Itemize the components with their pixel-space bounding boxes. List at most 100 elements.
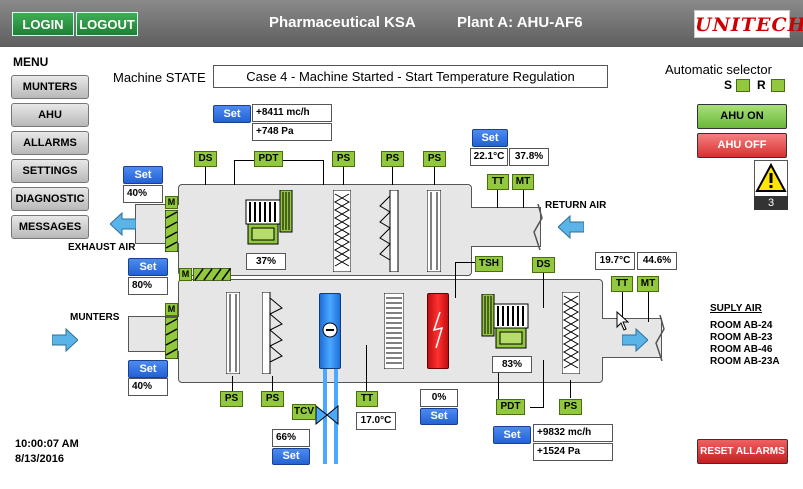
mixing-damper-icon <box>193 268 231 281</box>
return-filter-icon <box>333 190 351 272</box>
supply-flow-set-button[interactable]: Set <box>493 426 531 444</box>
lightning-icon <box>432 311 444 349</box>
supply-pressure-value: +1524 Pa <box>533 443 613 461</box>
ds-sensor-supply[interactable]: DS <box>532 257 555 273</box>
wire <box>455 262 475 263</box>
ps-sensor-supply[interactable]: PS <box>559 399 582 415</box>
wire <box>622 292 623 322</box>
flow-set-button[interactable]: Set <box>213 105 251 123</box>
supply-air-arrow-icon <box>622 328 648 352</box>
ps-sensor[interactable]: PS <box>381 151 404 167</box>
return-bag-filter-icon <box>379 190 399 272</box>
return-fan-icon[interactable] <box>242 190 302 252</box>
supply-air-label: SUPLY AIR <box>710 303 762 314</box>
return-air-duct <box>178 184 472 276</box>
return-air-inlet <box>471 207 541 247</box>
tcv-valve-icon[interactable] <box>314 404 340 426</box>
company-title: Pharmaceutical KSA <box>269 14 416 31</box>
login-button[interactable]: LOGIN <box>12 12 74 36</box>
machine-state-value: Case 4 - Machine Started - Start Tempera… <box>213 65 608 88</box>
selector-s-label: S <box>724 78 733 92</box>
return-air-label: RETURN AIR <box>545 200 607 211</box>
room-label: ROOM AB-46 <box>710 344 773 355</box>
wire <box>498 360 499 408</box>
heater-set-button[interactable]: Set <box>420 408 458 425</box>
reset-alarms-button[interactable]: RESET ALLARMS <box>697 439 788 464</box>
tt-sensor-coil[interactable]: TT <box>356 391 378 407</box>
return-air-arrow-icon <box>558 215 584 239</box>
exhaust-air-arrow-icon <box>110 212 136 236</box>
valve-set-button[interactable]: Set <box>272 448 310 465</box>
ps-sensor[interactable]: PS <box>332 151 355 167</box>
wire <box>392 167 393 185</box>
return-humidity-value: 37.8% <box>509 148 549 166</box>
valve-opening-value: 66% <box>272 429 310 447</box>
wire <box>523 190 524 208</box>
return-temp-set-button[interactable]: Set <box>472 129 508 147</box>
menu-settings-button[interactable]: SETTINGS <box>11 159 89 183</box>
wire <box>434 167 435 185</box>
return-fan-speed: 37% <box>246 253 286 270</box>
ps-sensor-supply[interactable]: PS <box>261 391 284 407</box>
return-flow-value: +8411 mc/h <box>252 104 332 122</box>
ps-sensor[interactable]: PS <box>423 151 446 167</box>
munters-damper-set-button[interactable]: Set <box>128 360 168 378</box>
munters-air-arrow-icon <box>52 328 78 352</box>
wire <box>234 160 235 185</box>
warning-icon <box>755 162 787 192</box>
ps-sensor-supply[interactable]: PS <box>220 391 243 407</box>
room-label: ROOM AB-24 <box>710 320 773 331</box>
exhaust-damper-set-button[interactable]: Set <box>123 166 163 184</box>
menu-munters-button[interactable]: MUNTERS <box>11 75 89 99</box>
wire <box>323 160 324 185</box>
heater-coil-icon[interactable] <box>427 293 449 369</box>
mixing-damper-motor[interactable]: M <box>179 268 192 281</box>
ahu-off-button[interactable]: AHU OFF <box>697 133 787 158</box>
return-pressure-value: +748 Pa <box>252 123 332 141</box>
supply-bag-filter-icon <box>262 292 283 374</box>
wire <box>543 272 544 308</box>
menu-ahu-button[interactable]: AHU <box>11 103 89 127</box>
mixing-damper-set-button[interactable]: Set <box>128 258 168 276</box>
menu-allarms-button[interactable]: ALLARMS <box>11 131 89 155</box>
selector-s-indicator[interactable] <box>736 79 750 92</box>
exhaust-damper-icon <box>165 210 178 252</box>
logout-button[interactable]: LOGOUT <box>76 12 138 36</box>
return-temp-value: 22.1°C <box>470 148 508 166</box>
menu-messages-button[interactable]: MESSAGES <box>11 215 89 239</box>
heater-output-value: 0% <box>420 389 458 407</box>
status-time: 10:00:07 AM <box>15 438 79 450</box>
exhaust-damper-motor[interactable]: M <box>165 196 178 209</box>
supply-flow-value: +9832 mc/h <box>533 424 613 442</box>
tt-sensor-return[interactable]: TT <box>487 174 509 190</box>
return-panel-filter-icon <box>427 190 441 272</box>
supply-fan-icon[interactable] <box>480 294 540 356</box>
ahu-on-button[interactable]: AHU ON <box>697 104 787 129</box>
mt-sensor-return[interactable]: MT <box>512 174 534 190</box>
wire <box>272 376 273 392</box>
alarm-indicator[interactable]: 3 <box>754 160 788 210</box>
menu-diagnostic-button[interactable]: DIAGNOSTIC <box>11 187 89 211</box>
supply-temp-value: 19.7°C <box>595 252 635 270</box>
wire <box>205 167 206 185</box>
pdt-sensor-supply[interactable]: PDT <box>496 399 525 415</box>
coil-temp-value: 17.0°C <box>356 412 396 430</box>
tsh-sensor[interactable]: TSH <box>475 256 503 272</box>
supply-humidity-value: 44.6% <box>637 252 677 270</box>
exhaust-air-label: EXHAUST AIR <box>68 242 136 253</box>
wire <box>455 262 456 298</box>
pdt-sensor[interactable]: PDT <box>254 151 283 167</box>
wire <box>530 407 544 408</box>
tt-sensor-supply[interactable]: TT <box>611 276 633 292</box>
ds-sensor[interactable]: DS <box>194 151 217 167</box>
room-label: ROOM AB-23A <box>710 356 780 367</box>
supply-grille-icon <box>384 293 404 369</box>
supply-duct-break <box>655 315 665 361</box>
selector-r-indicator[interactable] <box>771 79 785 92</box>
munters-damper-motor[interactable]: M <box>165 303 178 316</box>
tcv-sensor[interactable]: TCV <box>292 404 316 420</box>
return-duct-break <box>533 204 543 250</box>
plant-title: Plant A: AHU-AF6 <box>457 14 583 31</box>
mt-sensor-supply[interactable]: MT <box>637 276 659 292</box>
supply-hepa-filter-icon <box>562 292 580 374</box>
